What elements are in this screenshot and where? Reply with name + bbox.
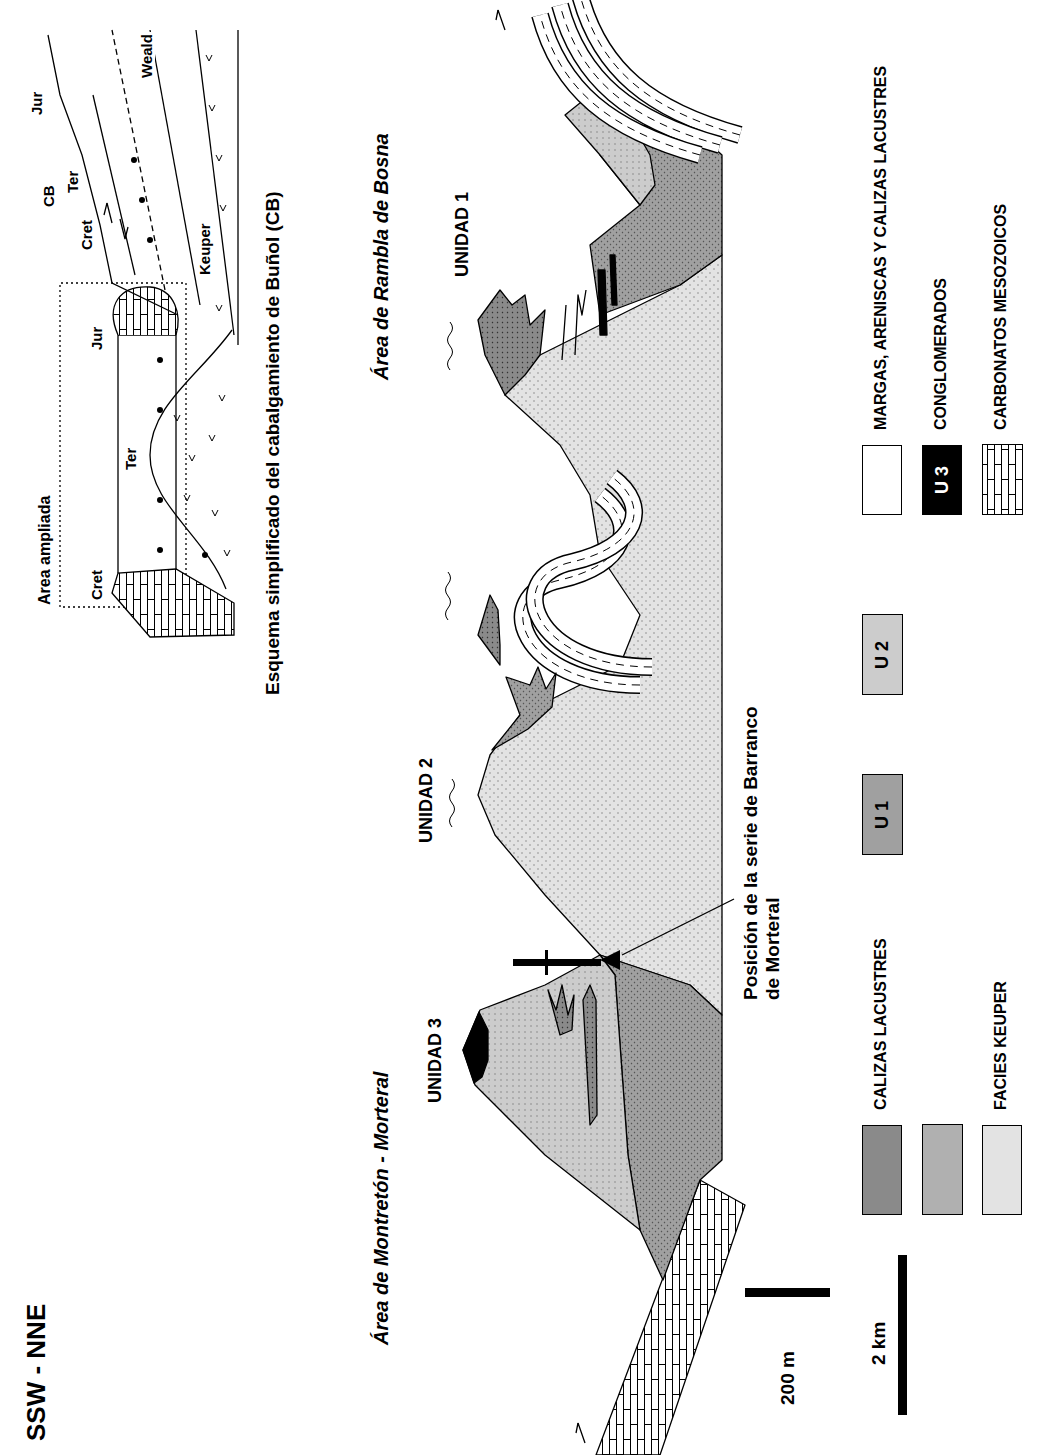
geologic-section-part-part-part bbox=[540, 15, 700, 155]
geologic-section-part bbox=[523, 477, 652, 685]
unit-label: Ter bbox=[122, 448, 139, 470]
direction-label: SSW - NNE bbox=[22, 1304, 52, 1441]
section-marker-part bbox=[600, 950, 620, 970]
geologic-section-part bbox=[548, 985, 574, 1035]
geologic-section-part bbox=[478, 255, 722, 1015]
inset-sketch-part-part bbox=[147, 237, 153, 243]
geologic-section-part bbox=[583, 985, 597, 1125]
section-marker bbox=[513, 899, 734, 975]
geologic-section-part bbox=[492, 667, 556, 750]
geologic-section-part bbox=[598, 270, 607, 335]
geologic-section-part-part-part bbox=[535, 477, 652, 667]
geologic-section-part bbox=[496, 10, 585, 1443]
legend-text: CONGLOMERADOS bbox=[932, 278, 950, 430]
section-callout: Posición de la serie de Barranco de Mort… bbox=[740, 700, 784, 1000]
geologic-section-part-part-part bbox=[535, 477, 652, 667]
geologic-section-part bbox=[478, 595, 500, 665]
inset-label: Area ampliada bbox=[36, 496, 54, 605]
unit-swatch-label: U 3 bbox=[922, 445, 962, 515]
scale-bars bbox=[745, 1255, 907, 1415]
inset-sketch-part bbox=[118, 335, 176, 573]
scale-bars-part bbox=[898, 1255, 907, 1415]
geologic-section-part bbox=[540, 0, 740, 155]
legend-extra-swatches-part bbox=[863, 615, 903, 695]
legend-text: FACIES KEUPER bbox=[992, 981, 1010, 1110]
inset-sketch-part bbox=[237, 30, 238, 345]
geologic-section-part-part-part bbox=[540, 15, 700, 155]
unit-name: UNIDAD 1 bbox=[452, 192, 473, 277]
geologic-section-part-part bbox=[540, 15, 700, 155]
inset-sketch-part bbox=[131, 157, 153, 243]
legend-text: CALIZAS LACUSTRES bbox=[872, 938, 890, 1110]
area-label: Área de Montretón - Morteral bbox=[370, 1072, 393, 1345]
legend-text: MARGAS, ARENISCAS Y CALIZAS LACUSTRES bbox=[872, 66, 890, 430]
unit-label: Cret bbox=[78, 220, 95, 250]
section-marker-part bbox=[622, 899, 734, 955]
inset-sketch-part-part bbox=[157, 547, 163, 553]
section-marker-part bbox=[545, 950, 548, 975]
inset-sketch-part bbox=[112, 569, 234, 637]
thrust-label: CB bbox=[40, 185, 57, 207]
unit-swatch-label: U 1 bbox=[862, 775, 902, 855]
geologic-section-part bbox=[463, 1012, 488, 1083]
scale-bars-part bbox=[745, 1288, 830, 1297]
geologic-section-part bbox=[562, 290, 586, 360]
unit-label: Weald bbox=[138, 32, 155, 80]
unit-label: Jur bbox=[88, 327, 105, 350]
legend-extra-swatches-part bbox=[863, 775, 903, 855]
legend-extra-swatches-part bbox=[923, 1125, 963, 1215]
geologic-section bbox=[446, 0, 746, 1455]
inset-caption: Esquema simplificado del cabalgamiento d… bbox=[262, 191, 284, 695]
unit-label: Ter bbox=[64, 171, 81, 193]
inset-sketch-part bbox=[150, 30, 200, 305]
geologic-section-part-part bbox=[535, 477, 652, 667]
geologic-section-part-part-part bbox=[540, 15, 700, 155]
scale-label: 200 m bbox=[777, 1351, 799, 1405]
unit-name: UNIDAD 2 bbox=[416, 758, 437, 843]
legend-swatch bbox=[982, 1125, 1022, 1215]
geologic-section-part-part-part bbox=[535, 477, 652, 667]
unit-name: UNIDAD 3 bbox=[425, 1018, 446, 1103]
inset-sketch-part bbox=[93, 95, 135, 275]
legend-text: CARBONATOS MESOZOICOS bbox=[992, 204, 1010, 430]
scale-label: 2 km bbox=[868, 1322, 890, 1365]
area-label: Área de Rambla de Bosna bbox=[370, 133, 393, 380]
inset-sketch-part-part bbox=[157, 407, 163, 413]
inset-sketch-part bbox=[112, 30, 165, 290]
unit-label: Keuper bbox=[196, 223, 213, 275]
inset-sketch-part bbox=[104, 203, 128, 239]
geologic-section-part bbox=[446, 322, 455, 827]
inset-sketch-part-part bbox=[139, 197, 145, 203]
inset-sketch-part-part bbox=[157, 357, 163, 363]
geologic-section-part bbox=[610, 255, 617, 305]
legend-extra-swatches bbox=[863, 445, 1023, 1215]
unit-label: Cret bbox=[88, 570, 105, 600]
inset-sketch-part bbox=[60, 283, 186, 607]
geologic-section-part bbox=[478, 290, 545, 395]
legend-swatch bbox=[862, 445, 902, 515]
legend-extra-swatches-part bbox=[983, 445, 1023, 515]
inset-sketch bbox=[48, 30, 238, 637]
inset-sketch-part-part bbox=[131, 157, 137, 163]
inset-sketch-part-part bbox=[174, 55, 230, 556]
unit-swatch-label: U 2 bbox=[862, 615, 902, 695]
inset-sketch-part bbox=[174, 55, 230, 556]
section-marker-part bbox=[513, 959, 601, 966]
inset-sketch-part-part bbox=[157, 497, 163, 503]
legend-swatch bbox=[862, 1125, 902, 1215]
unit-label: Jur bbox=[28, 92, 45, 115]
inset-sketch-part bbox=[196, 30, 234, 335]
geologic-section-part bbox=[463, 955, 640, 1230]
